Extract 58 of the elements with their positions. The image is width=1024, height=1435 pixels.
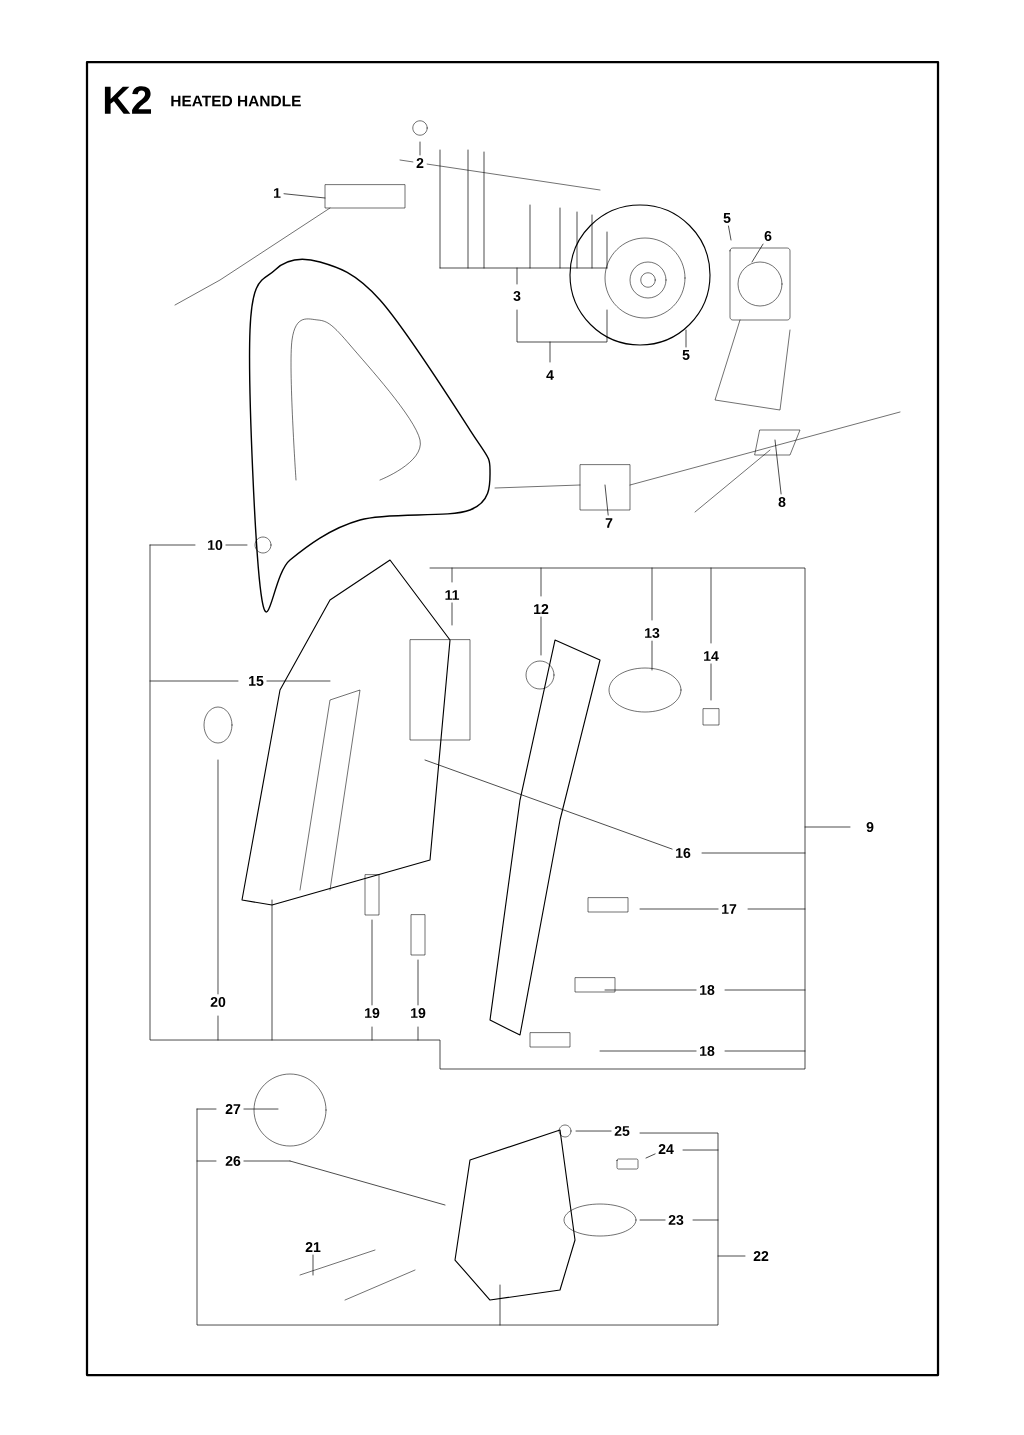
leader-line [451, 602, 453, 626]
callout-number: 6 [761, 228, 775, 244]
callout-number: 10 [204, 537, 226, 553]
callout-number: 16 [672, 845, 694, 861]
leader-line [604, 989, 697, 991]
callout-number: 2 [413, 155, 427, 171]
callout-number: 22 [750, 1248, 772, 1264]
callout-number: 4 [543, 367, 557, 383]
callout-number: 7 [602, 515, 616, 531]
callout-number: 21 [302, 1239, 324, 1255]
page-code: K2 [104, 86, 151, 114]
callout-number: 13 [641, 625, 663, 641]
leader-line [371, 919, 373, 1006]
leader-line [599, 1050, 697, 1052]
callout-number: 17 [718, 901, 740, 917]
callout-number: 27 [222, 1101, 244, 1117]
leader-line [774, 439, 782, 495]
callout-number: 12 [530, 601, 552, 617]
leader-line [604, 484, 609, 516]
callout-number: 24 [655, 1141, 677, 1157]
leader-line [639, 1219, 666, 1221]
leader-line [575, 1130, 612, 1132]
callout-number: 8 [775, 494, 789, 510]
callout-number: 18 [696, 1043, 718, 1059]
callout-number: 11 [441, 587, 463, 603]
leader-line [651, 640, 653, 671]
leader-line [283, 193, 326, 199]
leader-line [540, 616, 542, 656]
leader-line [266, 680, 331, 682]
callout-number: 26 [222, 1153, 244, 1169]
callout-number: 5 [679, 347, 693, 363]
leader-line [424, 759, 673, 850]
callout-number: 14 [700, 648, 722, 664]
callout-number: 25 [611, 1123, 633, 1139]
callout-number: 19 [407, 1005, 429, 1021]
leader-line [225, 544, 248, 546]
leader-line [639, 908, 719, 910]
leader-line [710, 663, 712, 701]
callout-number: 3 [510, 288, 524, 304]
leader-line [645, 1153, 656, 1159]
callout-number: 15 [245, 673, 267, 689]
callout-number: 19 [361, 1005, 383, 1021]
callout-number: 18 [696, 982, 718, 998]
callout-number: 5 [720, 210, 734, 226]
leader-line [217, 759, 219, 995]
callout-number: 23 [665, 1212, 687, 1228]
leader-line [312, 1254, 314, 1276]
callout-number: 9 [863, 819, 877, 835]
leader-line [243, 1160, 291, 1162]
leader-line [751, 243, 764, 263]
leader-line [685, 329, 687, 348]
title: HEATED HANDLE [171, 95, 301, 107]
leader-line [243, 1108, 279, 1110]
callout-number: 20 [207, 994, 229, 1010]
leader-line [728, 225, 732, 241]
leader-line [417, 959, 419, 1006]
leader-line [419, 141, 421, 156]
callout-number: 1 [270, 185, 284, 201]
